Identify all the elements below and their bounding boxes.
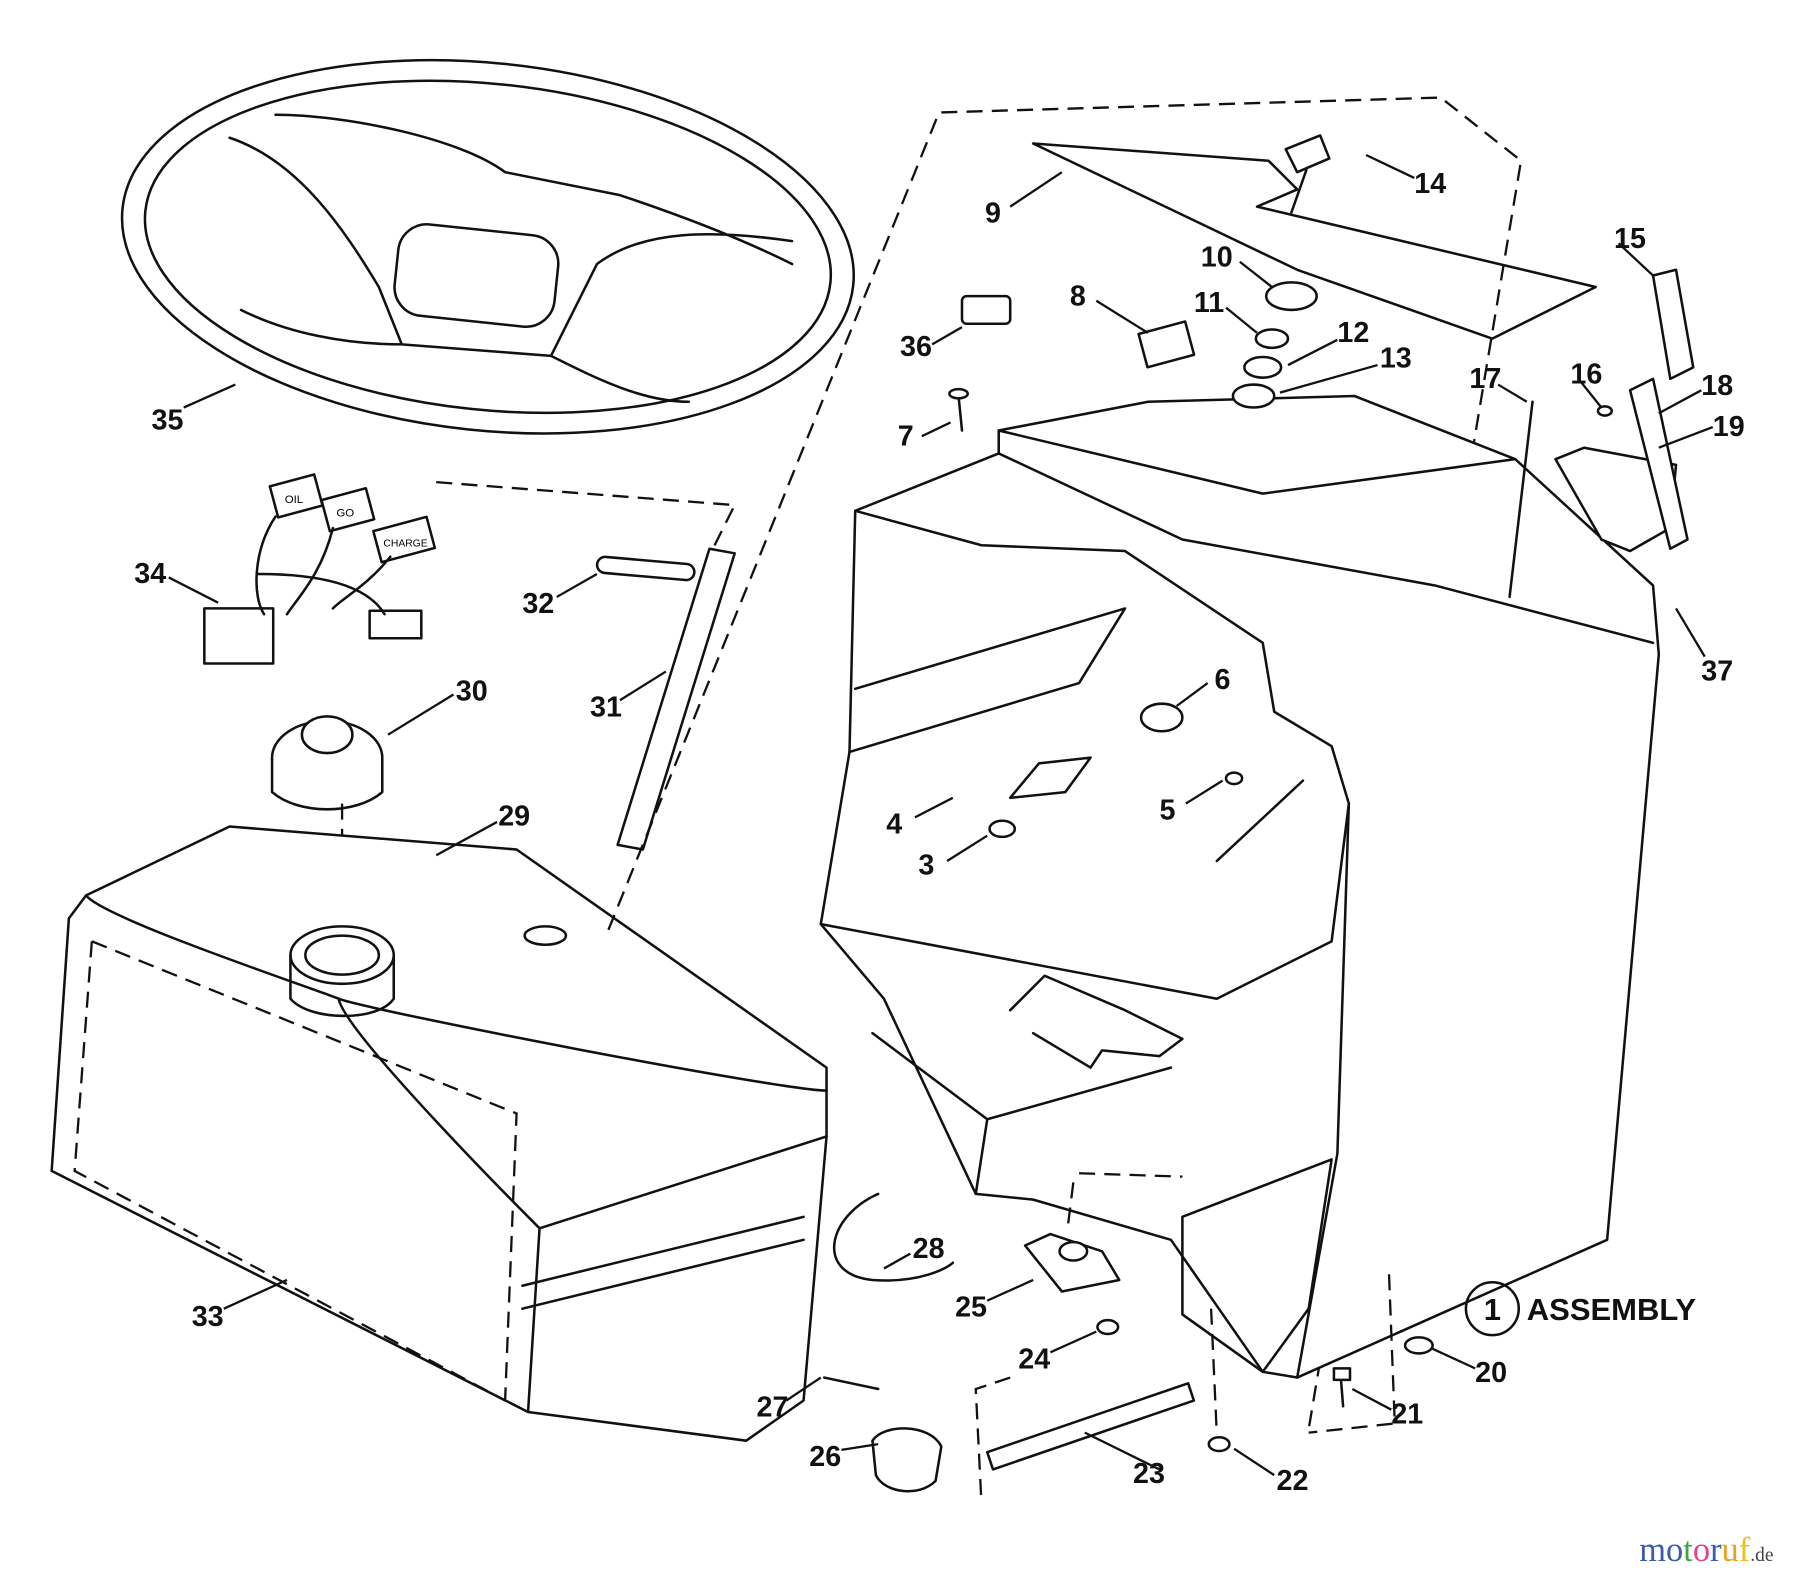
callout: 10 (1201, 241, 1233, 273)
callout: 8 (1070, 280, 1086, 312)
callout: 3 (918, 850, 934, 882)
callout: 33 (192, 1301, 224, 1333)
watermark-logo: motoruf.de (1639, 1531, 1773, 1569)
steering-wheel (120, 58, 855, 435)
tag-oil: OIL (285, 494, 303, 506)
small-parts (822, 134, 1695, 1504)
callout: 20 (1475, 1357, 1507, 1389)
callout: 5 (1159, 795, 1175, 827)
callout: 14 (1414, 168, 1446, 200)
callout: 23 (1133, 1458, 1165, 1490)
callout: 34 (134, 558, 166, 590)
leader-lines (168, 153, 1714, 1477)
callout: 17 (1469, 363, 1501, 395)
callout: 11 (1194, 287, 1224, 319)
callout: 31 (590, 691, 622, 723)
callout: 7 (898, 420, 914, 452)
console-assembly-outline (607, 96, 1523, 1430)
callout: 12 (1337, 317, 1369, 349)
fuel-tank (50, 825, 828, 1442)
callout: 28 (913, 1233, 945, 1265)
assembly-circle (1464, 1281, 1521, 1337)
callout: 27 (757, 1392, 789, 1424)
callout: 37 (1701, 656, 1733, 688)
fuel-cap (270, 715, 384, 919)
callout: 35 (152, 404, 184, 436)
callout: 4 (886, 808, 902, 840)
assembly-legend: 1 ASSEMBLY (1464, 1281, 1697, 1337)
callout: 29 (498, 800, 530, 832)
console-body (819, 394, 1678, 1379)
callout: 15 (1614, 223, 1646, 255)
tag-charge: CHARGE (383, 538, 427, 549)
callout: 18 (1701, 370, 1733, 402)
callout: 21 (1391, 1398, 1423, 1430)
callout: 22 (1277, 1465, 1309, 1497)
callout: 25 (955, 1292, 987, 1324)
watermark-text: motoruf.de (1639, 1531, 1773, 1569)
callout: 19 (1713, 411, 1745, 443)
callout: 30 (456, 675, 488, 707)
assembly-label: ASSEMBLY (1527, 1292, 1697, 1327)
wiring-harness: OIL GO CHARGE (203, 473, 437, 665)
callout: 32 (522, 588, 554, 620)
callout: 16 (1570, 358, 1602, 390)
assembly-number: 1 (1484, 1292, 1501, 1327)
callout: 6 (1215, 664, 1231, 696)
callout: 13 (1380, 342, 1412, 374)
callout: 24 (1018, 1343, 1050, 1375)
callout-labels: 3 4 5 6 7 8 9 10 11 12 13 14 15 16 17 18… (134, 168, 1744, 1497)
tag-go: GO (336, 508, 354, 520)
callout: 26 (809, 1441, 841, 1473)
dash-panel (1031, 142, 1597, 340)
steering-shaft (436, 480, 737, 851)
callout: 36 (900, 331, 932, 363)
callout: 9 (985, 198, 1001, 230)
